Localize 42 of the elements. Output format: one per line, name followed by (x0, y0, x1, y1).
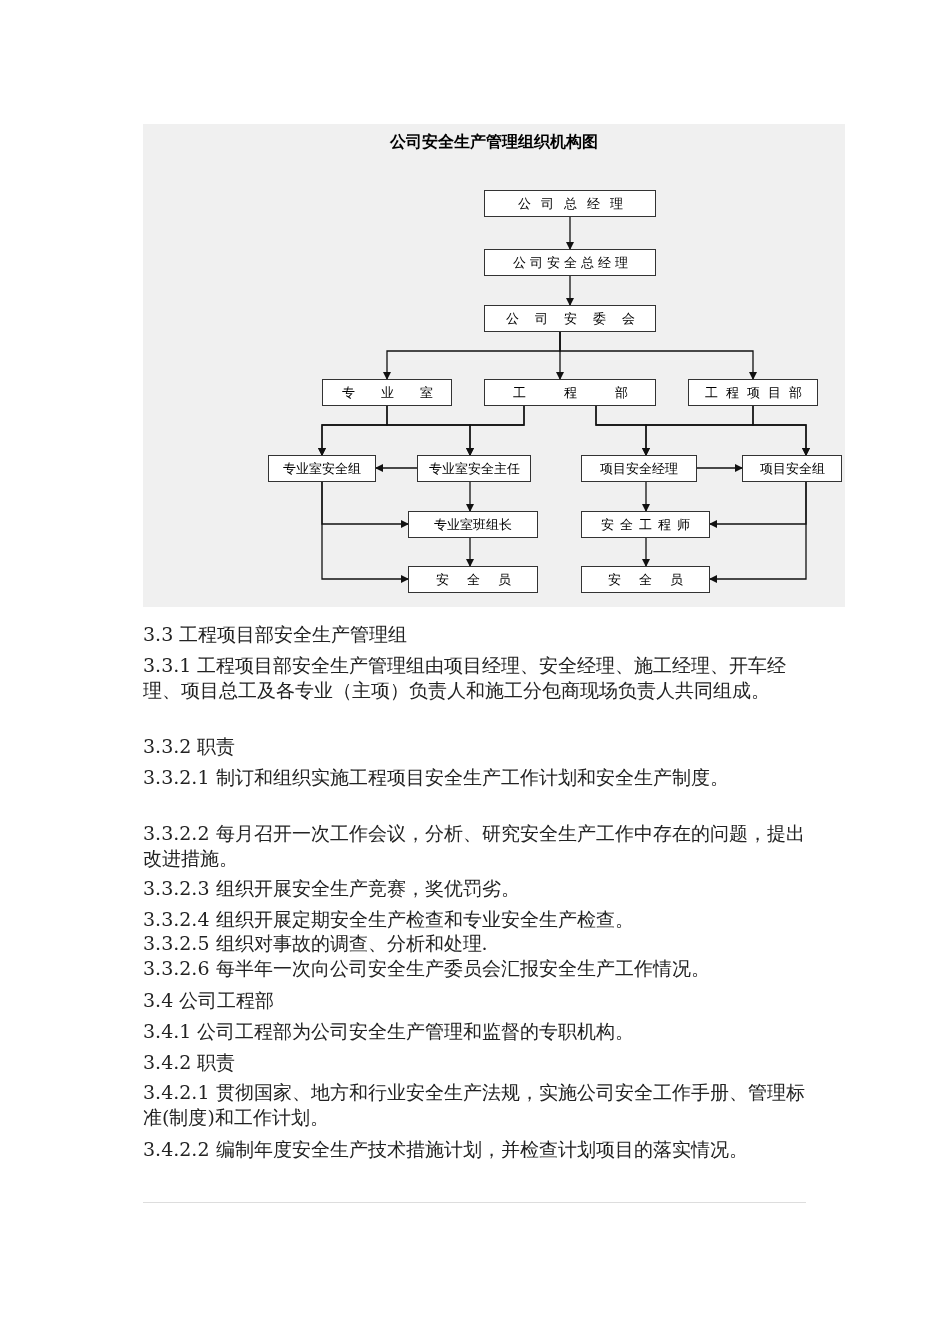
connector-arrow (752, 405, 810, 456)
connector-arrow (696, 464, 743, 472)
org-box: 工程项目部 (688, 379, 818, 406)
section-heading: 3.3.2 职责 (143, 734, 237, 759)
connector-arrow (642, 481, 650, 512)
connector-arrow (466, 405, 525, 456)
org-box: 工程部 (484, 379, 656, 406)
org-box: 专业室安全组 (268, 455, 376, 482)
org-box: 专业室安全主任 (417, 455, 531, 482)
connector-arrow (566, 275, 574, 306)
connector-arrow (709, 481, 807, 583)
paragraph: 3.3.2.2 每月召开一次工作会议，分析、研究安全生产工作中存在的问题，提出改进措施。 (143, 821, 806, 871)
paragraph: 3.3.1 工程项目部安全生产管理组由项目经理、安全经理、施工经理、开车经理、项目总工及各专业（主项）负责人和施工分包商现场负责人共同组成。 (143, 653, 788, 703)
connector-arrow (466, 537, 474, 567)
org-box: 安全工程师 (581, 511, 710, 538)
paragraph: 3.3.2.1 制订和组织实施工程项目安全生产工作计划和安全生产制度。 (143, 765, 730, 790)
org-box: 安全员 (408, 566, 538, 593)
paragraph: 3.4.2.2 编制年度安全生产技术措施计划，并检查计划项目的落实情况。 (143, 1137, 749, 1162)
org-box: 专业室 (322, 379, 452, 406)
paragraph: 3.3.2.3 组织开展安全生产竞赛，奖优罚劣。 (143, 876, 521, 901)
paragraph: 3.4.2.1 贯彻国家、地方和行业安全生产法规，实施公司安全工作手册、管理标准(制度)和工作计划。 (143, 1080, 806, 1130)
diagram-title: 公司安全生产管理组织机构图 (389, 132, 599, 153)
section-heading: 3.4 公司工程部 (143, 988, 276, 1013)
section-heading: 3.4.2 职责 (143, 1050, 237, 1075)
org-box: 安全员 (581, 566, 710, 593)
org-box: 项目安全经理 (581, 455, 697, 482)
connector-arrow (466, 481, 474, 512)
paragraph: 3.4.1 公司工程部为公司安全生产管理和监督的专职机构。 (143, 1019, 636, 1044)
connector-arrow (559, 331, 757, 380)
org-box: 公司安全总经理 (484, 249, 656, 276)
paragraph: 3.3.2.5 组织对事故的调查、分析和处理. (143, 931, 489, 956)
org-box: 公司总经理 (484, 190, 656, 217)
connector-arrow (566, 216, 574, 250)
org-box: 项目安全组 (742, 455, 842, 482)
paragraph: 3.3 工程项目部安全生产管理组 (143, 622, 409, 647)
paragraph: 3.3.2.6 每半年一次向公司安全生产委员会汇报安全生产工作情况。 (143, 956, 711, 981)
connector-arrow (321, 481, 409, 583)
org-box: 专业室班组长 (408, 511, 538, 538)
connector-arrow (375, 464, 418, 472)
paragraph: 3.3.2.4 组织开展定期安全生产检查和专业安全生产检查。 (143, 907, 635, 932)
org-box: 公司安委会 (484, 305, 656, 332)
connector-arrow (642, 537, 650, 567)
